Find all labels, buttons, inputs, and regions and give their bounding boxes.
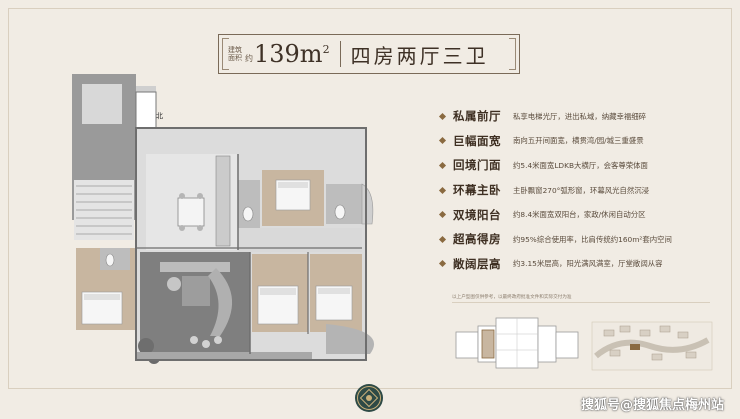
layout-title: 四房两厅三卫 — [350, 43, 489, 68]
feature-title: 巨幅面宽 — [453, 133, 501, 148]
watermark: 搜狐号@搜狐焦点梅州站 — [580, 398, 724, 413]
floor-plan: 北 — [72, 74, 375, 364]
title-separator — [339, 41, 341, 67]
feature-title: 超高得房 — [453, 232, 501, 247]
area-value-number: 139m — [254, 40, 323, 68]
diamond-icon — [438, 112, 447, 120]
title-bar: 建筑 面积 约 139m2 四房两厅三卫 — [218, 34, 520, 74]
brand-emblem-icon — [355, 384, 383, 412]
feature-item: 私属前厅 私享电梯光厅，进出私域，纳藏幸福细碎 — [438, 104, 710, 129]
feature-desc: 南向五开间面宽，横贯湾/园/城三重盛景 — [513, 136, 644, 146]
feature-desc: 约5.4米面宽LDKB大横厅，会客尊荣体面 — [513, 160, 648, 170]
site-plan — [591, 321, 713, 371]
area-label: 建筑 面积 — [227, 46, 243, 62]
feature-item: 环幕主卧 主卧飘窗270°弧形窗，环幕风光自然沉浸 — [438, 178, 710, 203]
feature-title: 私属前厅 — [453, 109, 501, 124]
feature-desc: 约8.4米面宽双阳台，家政/休闲自动分区 — [513, 210, 646, 220]
feature-desc: 主卧飘窗270°弧形窗，环幕风光自然沉浸 — [513, 185, 650, 195]
feature-title: 环幕主卧 — [453, 183, 501, 198]
feature-item: 超高得房 约95%综合使用率，比肩传统约160m²套内空间 — [438, 227, 710, 252]
area-label-bottom: 面积 — [228, 54, 242, 62]
feature-title: 敞阔层高 — [453, 256, 501, 271]
divider — [452, 302, 710, 303]
feature-item: 敞阔层高 约3.15米层高，阳光满风满室，厅堂敞阔从容 — [438, 252, 710, 277]
diamond-icon — [438, 211, 447, 219]
features-list: 私属前厅 私享电梯光厅，进出私域，纳藏幸福细碎 巨幅面宽 南向五开间面宽，横贯湾… — [438, 104, 710, 277]
key-plan — [455, 317, 579, 369]
diamond-icon — [438, 137, 447, 145]
area-value-sup: 2 — [322, 43, 330, 56]
north-label: 北 — [156, 112, 163, 120]
feature-item: 巨幅面宽 南向五开间面宽，横贯湾/园/城三重盛景 — [438, 129, 710, 154]
feature-item: 双境阳台 约8.4米面宽双阳台，家政/休闲自动分区 — [438, 202, 710, 227]
feature-title: 双境阳台 — [453, 207, 501, 222]
feature-item: 回境门面 约5.4米面宽LDKB大横厅，会客尊荣体面 — [438, 153, 710, 178]
area-unit: 约 — [245, 53, 253, 63]
diamond-icon — [438, 161, 447, 170]
feature-desc: 约95%综合使用率，比肩传统约160m²套内空间 — [513, 234, 672, 244]
feature-desc: 私享电梯光厅，进出私域，纳藏幸福细碎 — [513, 111, 647, 121]
feature-title: 回境门面 — [453, 158, 501, 173]
diamond-icon — [438, 235, 447, 243]
footnote: 以上户型图仅供参考，以最终政府批准文件和实际交付为准 — [452, 295, 572, 300]
area-value: 139m2 — [254, 40, 330, 68]
diamond-icon — [438, 260, 447, 268]
area-label-top: 建筑 — [228, 46, 242, 54]
feature-desc: 约3.15米层高，阳光满风满室，厅堂敞阔从容 — [513, 259, 663, 269]
diamond-icon — [438, 186, 447, 194]
